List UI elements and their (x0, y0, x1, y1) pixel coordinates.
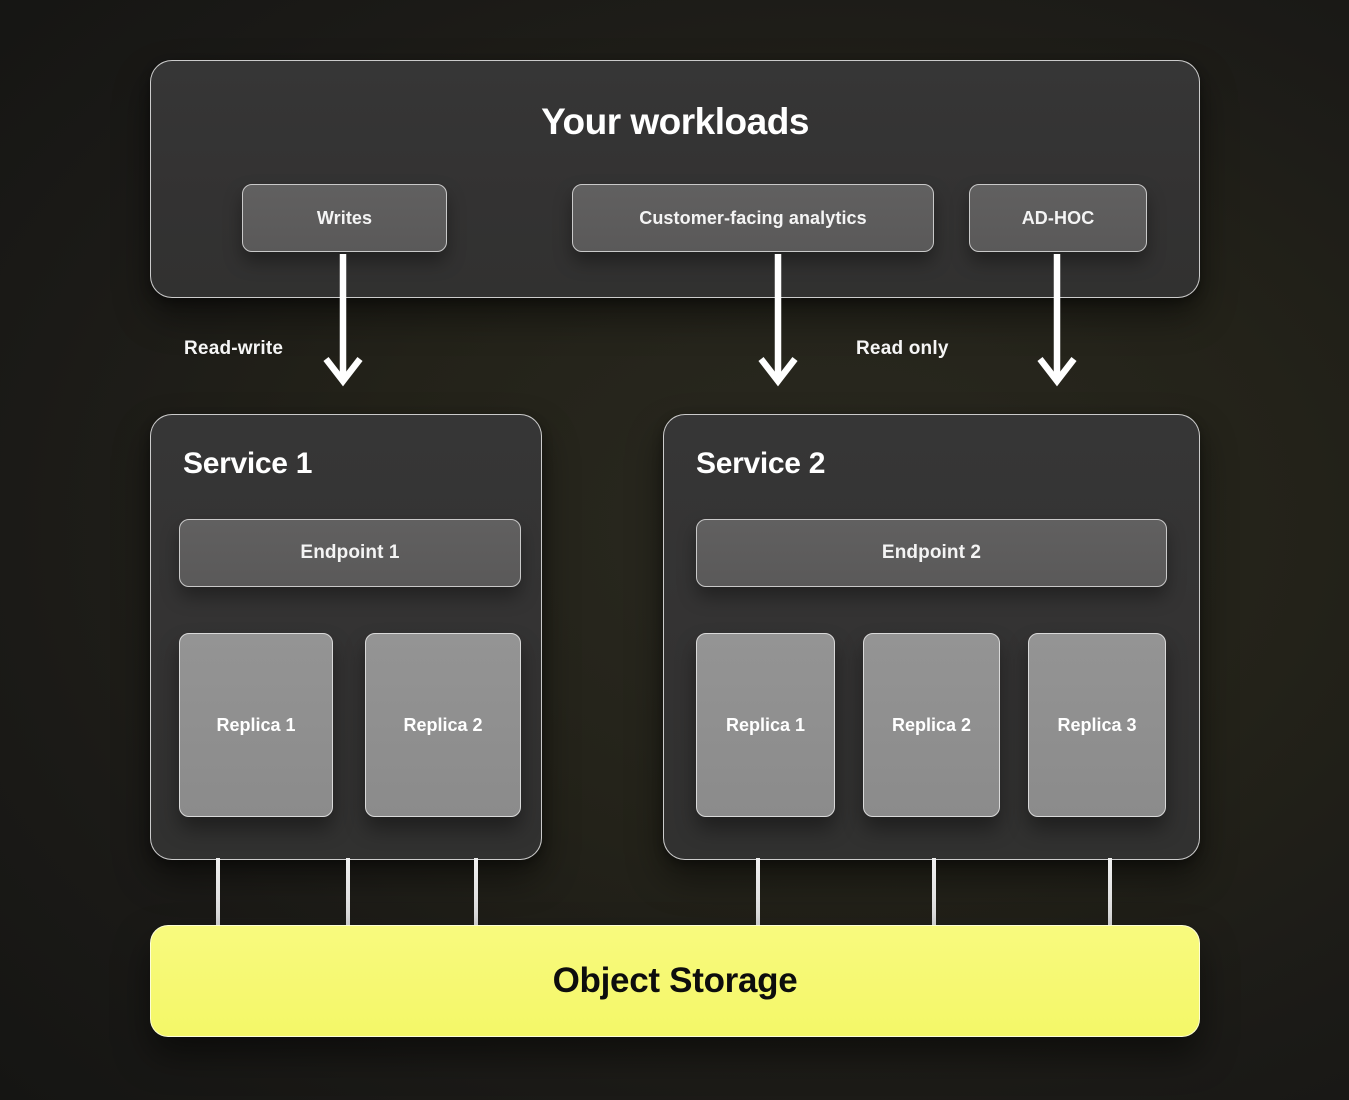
service-2-title: Service 2 (696, 447, 826, 480)
service-2-replica-1: Replica 1 (696, 633, 835, 817)
workload-writes-chip: Writes (242, 184, 447, 252)
workload-analytics-chip: Customer-facing analytics (572, 184, 934, 252)
service-1-endpoint: Endpoint 1 (179, 519, 521, 587)
service-2-endpoint: Endpoint 2 (696, 519, 1167, 587)
connector-line (932, 858, 936, 926)
connector-line (216, 858, 220, 926)
connector-line (1108, 858, 1112, 926)
read-only-label: Read only (856, 338, 949, 359)
arrow-down-icon (758, 254, 798, 387)
service-1-replica-1: Replica 1 (179, 633, 333, 817)
service-2-replica-3: Replica 3 (1028, 633, 1166, 817)
connector-line (756, 858, 760, 926)
object-storage-bar: Object Storage (150, 925, 1200, 1037)
arrow-down-icon (323, 254, 363, 387)
service-2-replica-2: Replica 2 (863, 633, 1000, 817)
connector-line (346, 858, 350, 926)
workloads-panel: Your workloads Writes Customer-facing an… (150, 60, 1200, 298)
arrow-down-icon (1037, 254, 1077, 387)
object-storage-label: Object Storage (552, 961, 798, 1000)
service-2-panel: Service 2 Endpoint 2 Replica 1 Replica 2… (663, 414, 1200, 860)
read-write-label: Read-write (184, 338, 284, 359)
service-1-panel: Service 1 Endpoint 1 Replica 1 Replica 2 (150, 414, 542, 860)
connector-line (474, 858, 478, 926)
workload-adhoc-chip: AD-HOC (969, 184, 1147, 252)
service-1-replica-2: Replica 2 (365, 633, 521, 817)
service-1-title: Service 1 (183, 447, 313, 480)
workloads-title: Your workloads (541, 101, 809, 142)
